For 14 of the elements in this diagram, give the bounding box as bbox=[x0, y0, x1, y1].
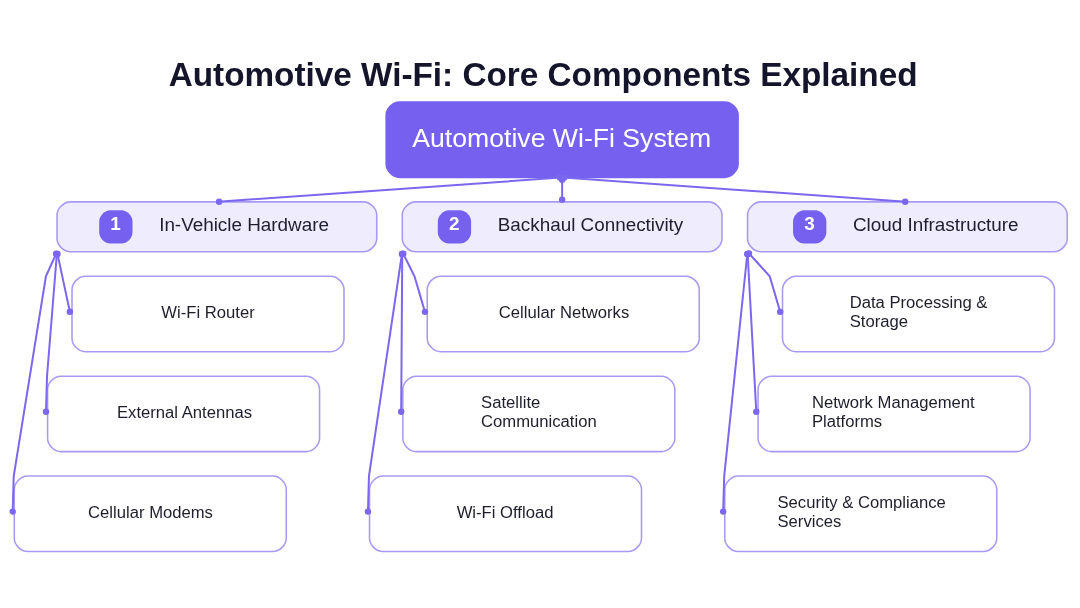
node-box: Wi-Fi Offload bbox=[368, 475, 643, 553]
node-box: Security & Compliance Services bbox=[724, 475, 998, 553]
diagram-title: Automotive Wi-Fi: Core Components Explained bbox=[168, 56, 918, 94]
node-box: Wi-Fi Router bbox=[71, 275, 345, 353]
node-box: Satellite Communication bbox=[402, 375, 676, 453]
node-box: Cellular Networks bbox=[426, 275, 700, 353]
node-box: Data Processing & Storage bbox=[781, 275, 1056, 353]
connector bbox=[561, 174, 909, 205]
node-box: 1 In-Vehicle Hardware bbox=[56, 201, 378, 253]
node-box: External Antennas bbox=[46, 375, 321, 453]
node-box: Cellular Modems bbox=[13, 475, 288, 553]
node-box: Network Management Platforms bbox=[757, 375, 1031, 453]
node-box: 2 Backhaul Connectivity bbox=[401, 201, 723, 253]
node-box: 3 Cloud Infrastructure bbox=[746, 201, 1069, 253]
